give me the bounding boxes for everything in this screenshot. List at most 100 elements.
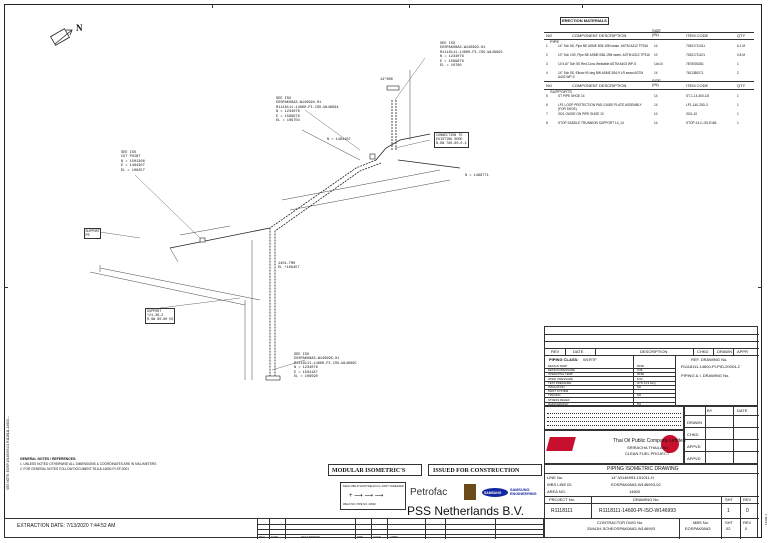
- sign-block: BY DATE DRAWN CHKD APPVD APPVD: [684, 406, 759, 465]
- sht-label-2: SHT: [725, 520, 733, 525]
- petrofac-logo: Petrofac: [410, 487, 448, 498]
- bom.supports-code: GD1-10: [686, 112, 698, 116]
- client-site: SRIRACHA THAILAND: [627, 445, 669, 450]
- modular-stamp: MODULAR ISOMETRIC'S: [328, 464, 422, 476]
- bom.items-no: 4: [546, 71, 548, 75]
- bom-col-no: NO: [546, 33, 552, 38]
- bom-col-desc-2: COMPONENT DESCRIPTION: [572, 83, 627, 88]
- area-label: AREA NO.: [547, 489, 566, 494]
- iso-tag-4: SUPPORT +21-36,2 R-SW 80-80 HZ: [145, 308, 176, 324]
- iso-tag-3: CONNECTION TO EXISTING SHOE N-DW 780-80-…: [434, 132, 469, 148]
- bom.items-desc: 14" Sch 5S, Pipe BE ASME B36.19M seam. A…: [558, 44, 649, 48]
- bom.supports-desc: GD1 GUIDE ON PIPE SHOE 10: [558, 112, 604, 116]
- rev-col-rev: REV: [551, 349, 560, 354]
- drawing-no: R1118111-14600-PI-ISO-W146993: [599, 508, 676, 514]
- strip-appr: APPR: [390, 535, 398, 539]
- client-block: Thai Oil Public Company Limited SRIRACHA…: [544, 430, 686, 464]
- client-name: Thai Oil Public Company Limited: [613, 438, 686, 444]
- project-no: R1118111: [551, 508, 573, 514]
- bom.supports-code: LP1-140-20D-3: [686, 103, 708, 107]
- strip-desc: DESCRIPTION: [301, 535, 321, 539]
- line-data-rule: [545, 401, 675, 403]
- bom.items-qty: 6.1 M: [737, 44, 745, 48]
- wbs-label: WBS LINE ID:: [547, 482, 573, 487]
- bom.supports-code: ST-1-14-300-C8: [686, 94, 709, 98]
- sht-value-2: 02: [726, 526, 731, 531]
- line-data-value: HYD 14.9 barg: [637, 380, 656, 385]
- line-data-value: 8.60: [637, 376, 643, 381]
- bom.items-size: 14: [654, 44, 658, 48]
- bom.items-desc: 10" Sch 10S, Pipe BE ASME B36.19M seam. …: [558, 53, 650, 57]
- bom.items-code: 7875000281: [686, 62, 704, 66]
- bom.supports-code: STOP-14-C-G5-E166: [686, 121, 717, 125]
- line-data-label: DESIGN PRESSURE: [548, 368, 575, 373]
- line-data-label: OPER. PRESSURE: [548, 376, 573, 381]
- pss-name: PSS Netherlands B.V.: [407, 504, 524, 518]
- line-data-label: INSULATION: [548, 385, 565, 389]
- border-tick: [409, 4, 410, 8]
- strip-date: DATE: [271, 535, 279, 539]
- bom.supports-desc: STOP SADDLE TRUNNION SUPPORT 14_14: [558, 121, 624, 125]
- mbs-label: MBS No.: [693, 520, 710, 525]
- samsung-logo-icon: SAMSUNG: [482, 488, 508, 497]
- rev-value-2: 0: [745, 526, 748, 531]
- leader-lines: [99, 57, 431, 371]
- bom.items-code: 74301711011: [686, 44, 706, 48]
- rev-col-desc: DESCRIPTION: [640, 349, 668, 354]
- sht-value: 1: [727, 508, 730, 514]
- rev-col-appr: APPR: [737, 349, 748, 354]
- iso-connection-top: SEE ISO EOSPAK08A3-W146993-01 R1118111-1…: [440, 42, 503, 69]
- legend-symbols-icon: + ⟶ ⟶ ⟶: [349, 493, 384, 499]
- strip-chkd: CHKD: [373, 535, 381, 539]
- line-data-label: TEST PRESSURE: [548, 380, 572, 385]
- line-data-value: NO: [637, 393, 642, 398]
- sign-date: DATE: [737, 408, 748, 413]
- iso-cut-point: SEE ISO CUT POINT N = 1501308 E = 148430…: [121, 151, 145, 173]
- bom.items-qty: 1: [737, 62, 739, 66]
- border-tick: [758, 287, 762, 288]
- bom-header-tag: ERECTION MATERIALS: [560, 17, 609, 25]
- line-data-rule: [545, 376, 675, 378]
- note-1: 1. UNLESS NOTED OTHERWISE ALL DIMENSIONS…: [20, 462, 157, 466]
- sht-label: SHT: [725, 497, 733, 502]
- rev-label-2: REV: [743, 520, 752, 525]
- bechtel-logo-icon: [661, 435, 679, 453]
- iso-connection-left: SEE ISO EOSPAK08A3-W146994-01 R1118111-1…: [276, 97, 339, 124]
- line-data-rule: [545, 372, 675, 374]
- iso-n-coord-2: N = 1468771: [465, 174, 489, 178]
- bom-supports-section: SUPPORTS: [550, 89, 572, 94]
- line-data-rule: [545, 393, 675, 395]
- bom-pipe-section: PIPE: [550, 39, 560, 44]
- right-margin-text: 14600-1: [764, 513, 768, 525]
- iso-tag-1: 14"600: [380, 78, 393, 82]
- line-data-rule: [545, 389, 675, 390]
- notes-header: GENERAL NOTES / REFERENCES:: [20, 457, 77, 461]
- bom.supports-qty: 1: [737, 103, 739, 107]
- sign-drawn: DRAWN: [687, 420, 702, 425]
- mbs-no: EOSPAK08A3: [685, 526, 711, 531]
- drawing-no-label: DRAWING No.: [633, 497, 660, 502]
- support-markers: [199, 85, 400, 381]
- rev-value: 0: [746, 508, 749, 514]
- bom-col-size: SIZE (IN): [652, 28, 661, 37]
- iso-n-coord: N = 1484107: [327, 138, 351, 142]
- bom.supports-size: 14: [654, 103, 658, 107]
- rev-col-drn: DRAWN: [717, 349, 732, 354]
- left-margin-text: SEE NOTE: EOSP-W146993-01 R1118111-14600…: [6, 415, 10, 490]
- bom.supports-desc: LP1 LOOP PROTECTION PAD GUIDE PLATE ASSE…: [558, 103, 642, 111]
- line-data-rule: [545, 384, 675, 386]
- bom.items-no: 3: [546, 62, 548, 66]
- sign-appvd-2: APPVD: [687, 456, 701, 461]
- bom-col-code-2: ITEM CODE: [686, 83, 709, 88]
- ref-drawing-no: R1118111-14600-PI-PID-20004-2: [681, 364, 740, 369]
- iso-mid-point: 1401-TM0 EL +109457: [278, 262, 300, 271]
- bom.items-qty: 2: [737, 71, 739, 75]
- bom.items-desc: 14" Sch 5S, Elbow 90 deg BW ASME B16.9 L…: [558, 71, 644, 79]
- sign-appvd: APPVD: [687, 444, 701, 449]
- line-data-label: STRESS RELIEF: [548, 397, 570, 402]
- notes-box: [544, 406, 684, 430]
- iso-connection-bottom: SEE ISO EOSPAK08A3-W146995-01 R1118111-1…: [294, 353, 357, 380]
- bom.items-size: 10: [654, 53, 658, 57]
- bom-col-qty-2: QTY: [737, 83, 746, 88]
